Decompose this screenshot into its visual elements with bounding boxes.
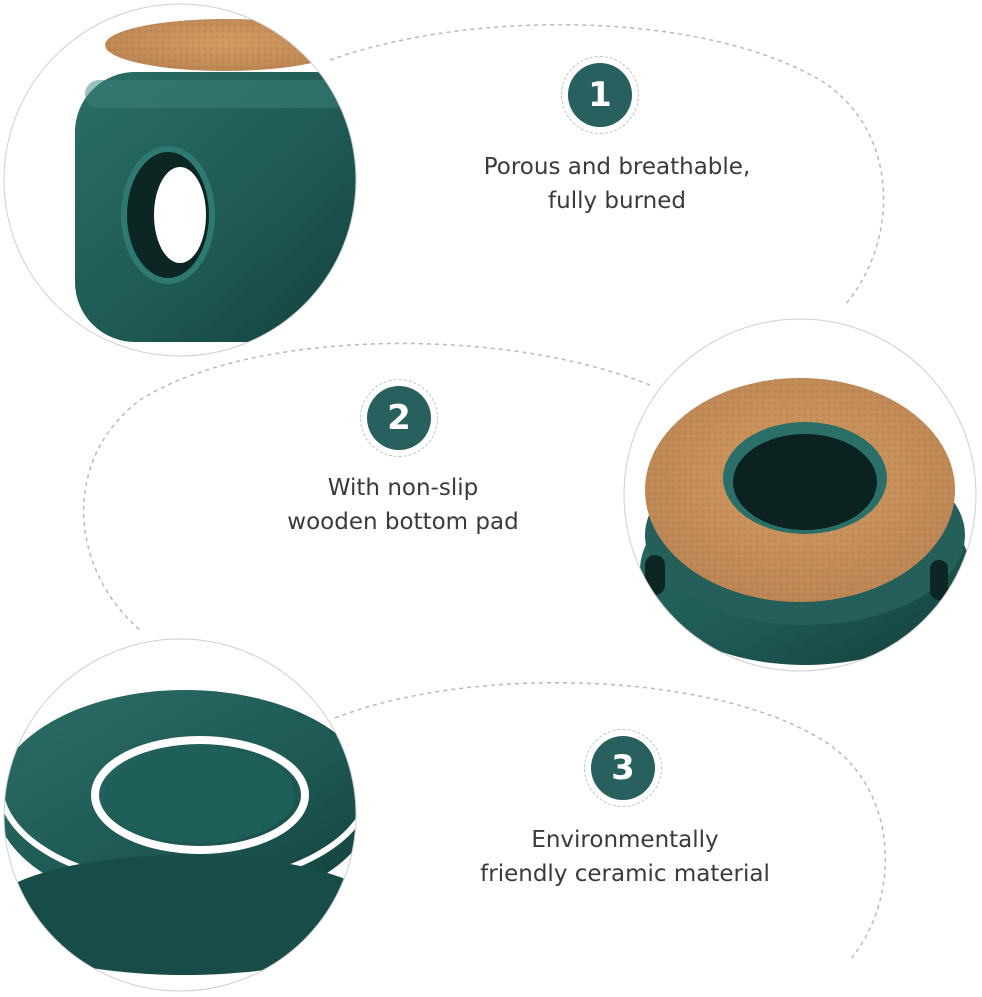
feature-3-caption: Environmentally friendly ceramic materia… (425, 823, 825, 891)
dashed-oval-2 (83, 342, 651, 631)
feature-2-number: 2 (367, 386, 431, 450)
product-photo-cork-top (624, 319, 976, 671)
product-photo-side-hole (4, 4, 356, 356)
feature-1-line-1: Porous and breathable, (483, 154, 751, 180)
product-photo-bottom (4, 639, 356, 991)
feature-1-number: 1 (568, 63, 632, 127)
feature-3-line-2: friendly ceramic material (480, 861, 770, 887)
feature-3-number: 3 (591, 736, 655, 800)
feature-3-badge: 3 (584, 729, 662, 807)
feature-2-caption: With non-slip wooden bottom pad (203, 471, 603, 539)
feature-1-line-2: fully burned (548, 188, 686, 214)
dashed-oval-1 (329, 24, 885, 306)
feature-3-line-1: Environmentally (531, 827, 719, 853)
feature-2-badge: 2 (360, 379, 438, 457)
feature-2-line-1: With non-slip (327, 475, 479, 501)
feature-1-caption: Porous and breathable, fully burned (417, 150, 817, 218)
dashed-oval-3 (334, 681, 887, 961)
feature-1-badge: 1 (561, 56, 639, 134)
feature-2-line-2: wooden bottom pad (287, 509, 519, 535)
